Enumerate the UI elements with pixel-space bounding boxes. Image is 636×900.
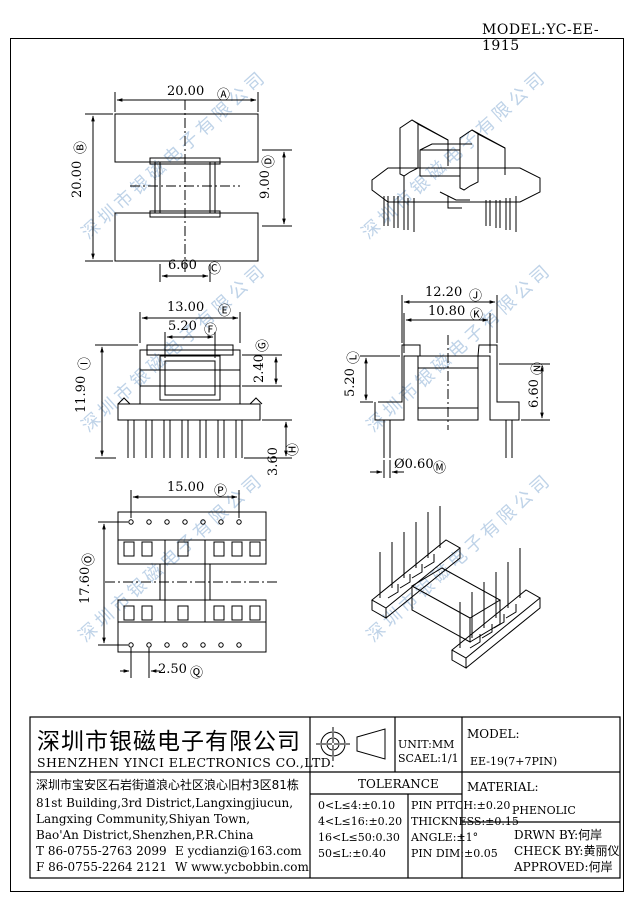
dim-f-value: 5.20 [168,319,197,334]
tolerance-row: 16<L≤50:0.30 [318,831,400,844]
dim-k-marker: Ⓚ [470,308,484,323]
isometric-view-bottom [371,506,541,669]
dim-h-marker: Ⓗ [286,442,301,456]
dim-f-marker: Ⓕ [204,323,218,338]
dim-g-value: 2.40 [252,354,267,383]
tolerance-row: 0<L≤4:±0.10 [318,799,396,812]
dim-m-marker: Ⓜ [433,461,447,476]
bottom-view-pin-holes [128,519,242,648]
tolerance-row: ANGLE:±1° [411,831,479,844]
tolerance-row: 50≤L:±0.40 [318,847,386,860]
approved-by: APPROVED:何岸 [514,860,613,874]
model-value: EE-19(7+7PIN) [470,755,558,768]
isometric-view-top [371,119,541,232]
drawn-by: DRWN BY:何岸 [514,828,603,842]
dim-l-marker: Ⓛ [347,350,362,364]
tolerance-row: 4<L≤16:±0.20 [318,815,403,828]
fax-number: F 86-0755-2264 2121 [36,860,167,874]
address-en-line-3: Bao'An District,Shenzhen,P.R.China [36,828,254,842]
tolerance-row: THICKNESS:±0.15 [411,815,519,828]
dim-q-value: 2.50 [158,662,187,677]
address-cn: 深圳市宝安区石岩街道浪心社区浪心旧村3区81栋 [36,778,299,792]
dim-c-value: 6.60 [168,258,197,273]
dim-a-value: 20.00 [167,84,205,99]
dim-q-marker: Ⓠ [190,666,204,681]
drawing-frame [10,38,624,892]
tel-number: T 86-0755-2763 2099 [36,844,167,858]
dim-j-marker: Ⓙ [469,289,483,304]
dim-b-marker: Ⓑ [74,140,89,154]
bottom-view-slots [123,541,261,621]
title-block-grid [29,716,621,879]
dim-m-value: Ø0.60 [394,457,434,472]
front-view-pins [127,420,243,458]
checked-by: CHECK BY:黄丽仪 [514,844,620,858]
projection-symbol-icon [316,727,386,761]
unit-label: UNIT:MM [398,738,455,751]
dim-d-marker: Ⓓ [262,154,277,168]
material-value: PHENOLIC [512,804,576,817]
email-address: E ycdianzi@163.com [175,844,302,858]
dim-p-value: 15.00 [167,480,205,495]
material-label: MATERIAL: [467,780,539,794]
isometric-pins-front [383,196,517,232]
isometric-pins-bottom [379,506,521,648]
top-view [85,92,292,282]
bottom-view [98,490,278,678]
isometric-ridges [387,554,517,649]
dim-o-marker: Ⓞ [82,552,97,566]
dim-j-value: 12.20 [425,285,463,300]
address-en-line-1: 81st Building,3rd District,Langxingjiucu… [36,796,294,810]
company-name-en: SHENZHEN YINCI ELECTRONICS CO.,LTD. [37,755,336,770]
dim-e-marker: Ⓔ [218,304,232,319]
tolerance-row: PIN DIM:±0.05 [411,847,498,860]
tolerance-row: PIN PITCH:±0.20 [411,799,511,812]
dim-g-marker: Ⓖ [256,338,271,352]
company-name-cn: 深圳市银磁电子有限公司 [37,729,301,755]
dim-n-marker: Ⓝ [531,361,546,375]
website: W www.ycbobbin.com [175,860,309,874]
side-view [360,295,550,478]
dim-p-marker: Ⓟ [214,484,228,499]
dim-n-value: 6.60 [527,379,542,408]
tolerance-title: TOLERANCE [358,777,439,791]
dim-o-value: 17.60 [78,566,93,604]
model-number-header: MODEL:YC-EE-1915 [482,22,600,54]
dim-e-value: 13.00 [167,300,205,315]
dim-d-value: 9.00 [258,170,273,199]
dim-i-marker: Ⓘ [78,356,93,370]
dim-i-value: 11.90 [74,375,89,413]
model-label: MODEL: [467,727,520,741]
dim-c-marker: Ⓒ [208,262,222,277]
scale-label: SCAEL:1/1 [398,752,459,765]
dim-h-value: 3.60 [266,447,281,476]
dim-l-value: 5.20 [343,368,358,397]
dim-k-value: 10.80 [428,304,466,319]
dim-a-marker: Ⓐ [217,88,231,103]
front-view [95,312,292,459]
address-en-line-2: Langxing Community,Shiyan Town, [36,812,251,826]
dim-b-value: 20.00 [70,160,85,198]
